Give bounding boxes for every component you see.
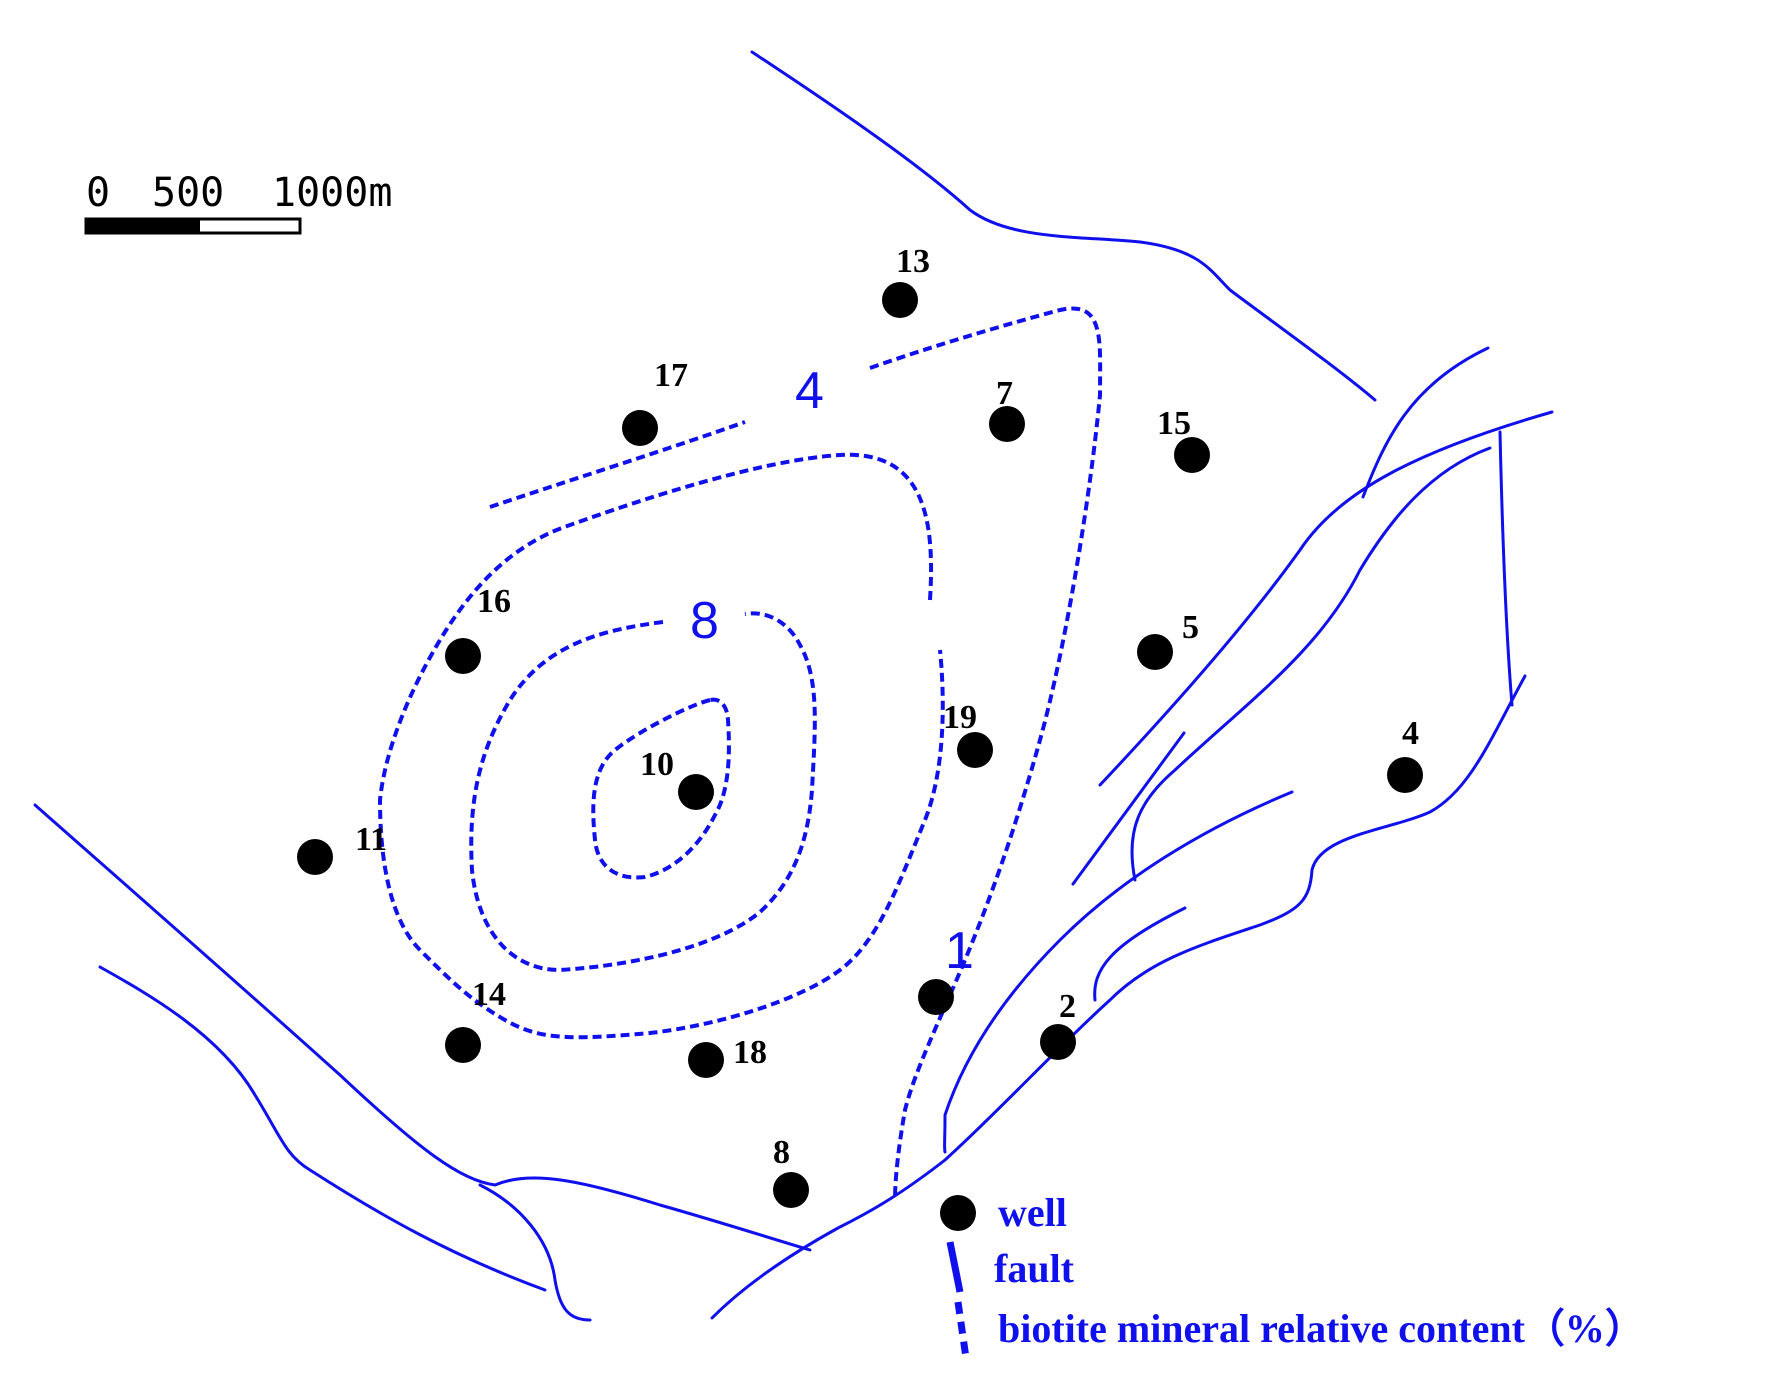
contour-1 xyxy=(869,306,1103,1201)
fault-east-vertical xyxy=(1498,430,1514,707)
well-marker[interactable] xyxy=(957,732,993,768)
contour-inner xyxy=(591,697,731,880)
well-marker[interactable] xyxy=(918,979,954,1015)
fault-south-central xyxy=(943,790,1294,1154)
well-marker[interactable] xyxy=(882,282,918,318)
scale-bar-filled xyxy=(86,219,200,233)
well-marker[interactable] xyxy=(297,839,333,875)
contour-label-8: 8 xyxy=(690,592,719,650)
well-marker[interactable] xyxy=(1387,757,1423,793)
well-marker[interactable] xyxy=(445,638,481,674)
well-label: 5 xyxy=(1182,609,1199,646)
well-label: 16 xyxy=(477,583,511,620)
legend-well-label: well xyxy=(998,1190,1067,1235)
contour-label-4: 4 xyxy=(795,362,824,420)
well-label: 8 xyxy=(773,1134,790,1171)
fault-north xyxy=(750,50,1377,402)
fault-short-diagonal xyxy=(1071,731,1186,886)
fault-small-arc xyxy=(1093,906,1187,1002)
wells: 13 17 7 15 16 5 19 4 10 11 14 18 2 8 xyxy=(297,243,1423,1208)
well-label: 10 xyxy=(640,746,674,783)
legend: well fault biotite mineral relative cont… xyxy=(940,1190,1645,1359)
well-marker[interactable] xyxy=(622,410,658,446)
well-label: 2 xyxy=(1059,988,1076,1025)
well-label: 11 xyxy=(355,821,387,858)
faults xyxy=(33,50,1554,1322)
fault-east-long xyxy=(1098,410,1554,787)
fault-east-curved xyxy=(1130,446,1492,882)
legend-contour-label: biotite mineral relative content（%） xyxy=(998,1306,1645,1351)
fault-southwest-inner xyxy=(98,965,547,1292)
fault-east-short xyxy=(1361,346,1490,499)
well-label: 14 xyxy=(472,976,506,1013)
legend-fault-label: fault xyxy=(994,1246,1075,1291)
legend-well-symbol xyxy=(940,1195,976,1231)
well-label: 7 xyxy=(996,375,1013,412)
contours xyxy=(377,306,1103,1201)
fault-southwest-hook xyxy=(478,1183,592,1322)
well-label: 18 xyxy=(733,1034,767,1071)
well-marker[interactable] xyxy=(1174,437,1210,473)
well-marker[interactable] xyxy=(678,774,714,810)
fault-southeast xyxy=(710,674,1527,1320)
fault-southwest-outer xyxy=(33,803,812,1252)
scale-label-0: 0 xyxy=(86,170,110,216)
scale-label-500: 500 xyxy=(152,170,224,216)
contour-4-west xyxy=(489,420,746,509)
well-marker[interactable] xyxy=(989,406,1025,442)
contour-8 xyxy=(469,611,817,973)
well-label: 4 xyxy=(1402,715,1419,752)
well-marker[interactable] xyxy=(445,1027,481,1063)
well-marker[interactable] xyxy=(1137,634,1173,670)
legend-fault-symbol xyxy=(946,1241,964,1293)
well-marker[interactable] xyxy=(1040,1024,1076,1060)
well-label: 19 xyxy=(943,699,977,736)
well-label: 15 xyxy=(1157,405,1191,442)
contour-4 xyxy=(377,452,945,1040)
well-marker[interactable] xyxy=(773,1172,809,1208)
contour-label-1: 1 xyxy=(945,922,974,980)
well-label: 13 xyxy=(896,243,930,280)
scale-label-1000m: 1000m xyxy=(272,170,392,216)
scale-bar: 0 500 1000m xyxy=(84,170,392,235)
legend-contour-symbol xyxy=(954,1301,970,1359)
contour-labels: 4 8 1 xyxy=(690,362,974,980)
well-label: 17 xyxy=(654,357,688,394)
well-marker[interactable] xyxy=(688,1042,724,1078)
